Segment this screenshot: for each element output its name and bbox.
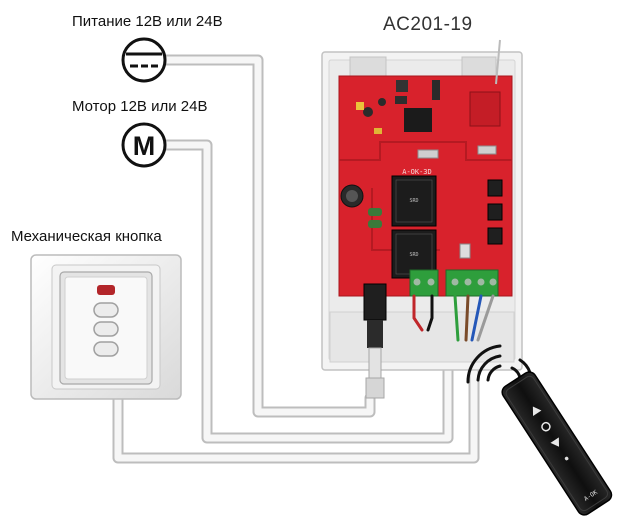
dc-power-jack bbox=[363, 283, 387, 399]
cable-power bbox=[159, 54, 376, 418]
terminal-block-motor bbox=[445, 269, 499, 297]
motor-icon: M bbox=[121, 122, 167, 168]
dc-power-icon bbox=[121, 37, 167, 83]
pcb-relay-1 bbox=[391, 175, 437, 227]
switch-button-up bbox=[93, 302, 119, 318]
svg-text:SRD: SRD bbox=[409, 198, 418, 204]
switch-button-stop bbox=[93, 321, 119, 337]
remote-control-icon: A-OK bbox=[501, 371, 613, 516]
power-label: Питание 12В или 24В bbox=[72, 13, 223, 30]
pcb-silk-model: A-OK-3D bbox=[402, 168, 432, 176]
pcb-board: SRD SRD A-OK-3D bbox=[338, 75, 513, 297]
cable-button bbox=[112, 324, 480, 464]
antenna-wire bbox=[495, 39, 501, 85]
wireless-signal-icon bbox=[466, 344, 533, 390]
remote-down-icon bbox=[550, 437, 560, 447]
svg-text:SRD: SRD bbox=[409, 252, 418, 258]
mechanical-switch bbox=[30, 254, 182, 400]
remote-up-icon bbox=[532, 406, 542, 416]
motor-label: Мотор 12В или 24В bbox=[72, 98, 208, 115]
pcb-rf-module bbox=[469, 91, 501, 127]
motor-symbol-letter: M bbox=[133, 131, 156, 161]
pcb-chip bbox=[404, 108, 432, 132]
switch-indicator-led bbox=[97, 285, 115, 295]
terminal-block-power bbox=[409, 269, 439, 297]
colored-wires bbox=[412, 294, 495, 342]
remote-stop-icon bbox=[541, 421, 551, 432]
mechanical-button-label: Механическая кнопка bbox=[11, 228, 162, 245]
cable-motor bbox=[159, 139, 454, 444]
controller-model-label: AC201-19 bbox=[383, 14, 473, 35]
switch-button-down bbox=[93, 341, 119, 357]
